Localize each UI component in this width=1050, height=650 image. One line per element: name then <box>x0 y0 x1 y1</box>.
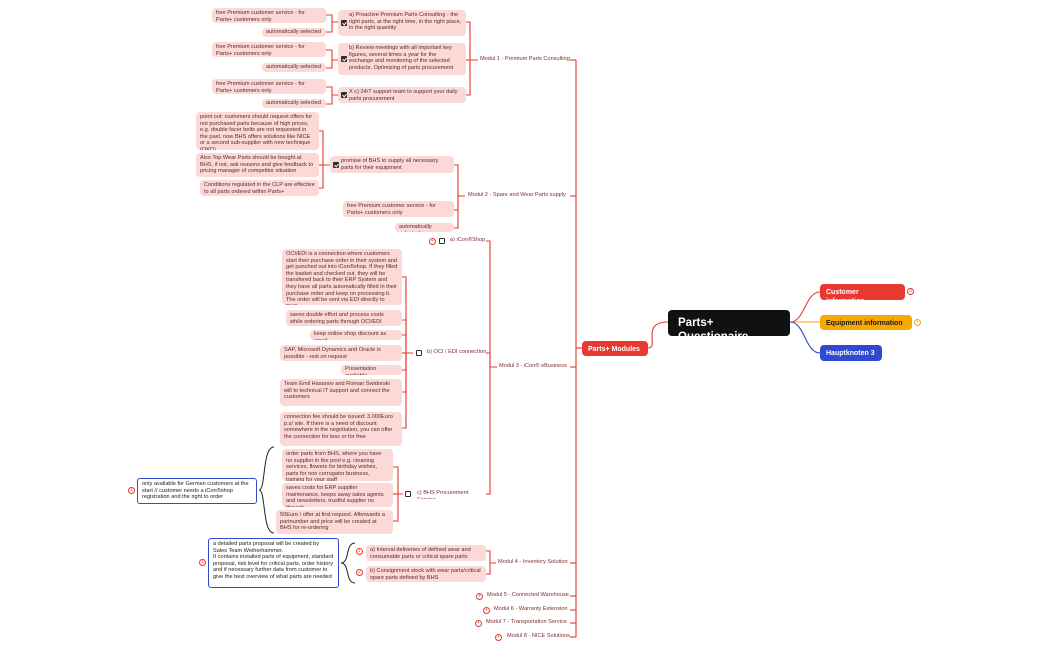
expand-4b-icon[interactable]: 2 <box>356 569 363 576</box>
modul2-detail-1: point out: customers should request offe… <box>196 112 319 150</box>
modul1-b-service: free Premium customer service - for Part… <box>212 42 326 57</box>
checkbox-icon[interactable] <box>341 20 347 26</box>
procurement-item-1: order parts from BHS, where you have no … <box>282 449 393 481</box>
modul4-topic[interactable]: Modul 4 - Inventory Solution <box>498 559 568 565</box>
equipment-information-topic[interactable]: Equipment information <box>820 315 912 330</box>
procurement-item-2: saves costs for ERP supplier maintenance… <box>282 483 393 507</box>
modul2-promise[interactable]: promise of BHS to supply all necessary p… <box>330 156 454 173</box>
modul4-item-b[interactable]: b) Consignment stock with wear parts/cri… <box>366 566 486 582</box>
modul1-topic[interactable]: Modul 1 - Premium Parts Consulting <box>480 56 570 62</box>
modul2-auto: automatically selected <box>395 223 454 232</box>
modul1-item-b[interactable]: b) Review meetings with all important ke… <box>338 43 466 75</box>
modul1-a-service: free Premium customer service - for Part… <box>212 8 326 23</box>
oci-item-3: keep online shop discount as usual <box>310 330 402 340</box>
modul1-item-c[interactable]: X c) 24/7 support team to support your d… <box>338 87 466 103</box>
oci-item-4: SAP, Microsoft Dynamics and Oracle is po… <box>280 345 402 361</box>
modul4-item-a[interactable]: a) Interval deliveries of defined wear a… <box>366 545 486 561</box>
modul5-topic[interactable]: Modul 5 - Connected Warehouse <box>487 592 569 598</box>
modul2-detail-2: Also Top Wear Parts should be bought at … <box>196 153 319 177</box>
procurement-item-3: 50Euro / offer at first request. Afterwa… <box>276 510 393 534</box>
modul1-c-auto: automatically selected <box>262 99 326 108</box>
icon-shop-topic[interactable]: a) iCon®Shop <box>450 237 486 243</box>
modul7-topic[interactable]: Modul 7 - Transportation Service <box>486 619 567 625</box>
checkbox-icon[interactable] <box>405 491 411 497</box>
oci-item-7: connection fee should be issued: 3.000Eu… <box>280 412 402 446</box>
expand-shop-icon[interactable]: + <box>429 238 436 245</box>
expand-equipment-icon[interactable]: + <box>914 319 921 326</box>
customer-information-topic[interactable]: Customer information <box>820 284 905 300</box>
oci-item-2: saves double effort and process costs wh… <box>286 310 402 326</box>
oci-item-5: Presentation available <box>341 365 402 375</box>
expand-modul5-icon[interactable]: + <box>476 593 483 600</box>
checkbox-icon[interactable] <box>439 238 445 244</box>
procurement-topic[interactable]: c) BHS Procurement Service <box>417 490 469 499</box>
checkbox-icon[interactable] <box>341 92 347 98</box>
modul8-topic[interactable]: Modul 8 - NICE Solutions <box>507 633 570 639</box>
root-topic[interactable]: Parts+ Questionaire <box>668 310 790 336</box>
expand-customer-icon[interactable]: 3 <box>907 288 914 295</box>
expand-modul6-icon[interactable]: + <box>483 607 490 614</box>
modul1-a-auto: automatically selected <box>262 28 326 37</box>
expand-note-icon[interactable]: 1 <box>128 487 135 494</box>
expand-4-note-icon[interactable]: 1 <box>199 559 206 566</box>
expand-modul8-icon[interactable]: + <box>495 634 502 641</box>
modul6-topic[interactable]: Modul 6 - Warranty Extension <box>494 606 568 612</box>
parts-modules-topic[interactable]: Parts+ Modules <box>582 341 648 356</box>
modul2-service: free Premium customer service - for Part… <box>343 201 454 217</box>
oci-edi-topic[interactable]: b) OCI / EDI connection <box>427 349 487 355</box>
checkbox-icon[interactable] <box>333 162 339 168</box>
procurement-note: only available for German customers at t… <box>137 478 257 504</box>
oci-item-6: Team Emil Hasanov and Roman Swidorski wi… <box>280 379 402 406</box>
oci-item-1: OCI/EDI is a connection where customers … <box>282 249 402 305</box>
expand-4a-icon[interactable]: 1 <box>356 548 363 555</box>
checkbox-icon[interactable] <box>341 56 347 62</box>
modul2-detail-3: Conditions regulated in the CLP are effe… <box>200 180 319 196</box>
hauptknoten-topic[interactable]: Hauptknoten 3 <box>820 345 882 361</box>
modul3-topic[interactable]: Modul 3 - iCon® eBusiness <box>499 363 567 369</box>
expand-modul7-icon[interactable]: + <box>475 620 482 627</box>
checkbox-icon[interactable] <box>416 350 422 356</box>
modul1-item-a[interactable]: a) Proactive Premium Parts Consulting - … <box>338 10 466 36</box>
modul1-c-service: free Premium customer service - for Part… <box>212 79 326 94</box>
modul1-b-auto: automatically selected <box>262 63 326 72</box>
modul2-topic[interactable]: Modul 2 - Spare and Wear Parts supply <box>468 192 566 198</box>
modul4-note: a detailed parts proposal will be create… <box>208 538 339 588</box>
